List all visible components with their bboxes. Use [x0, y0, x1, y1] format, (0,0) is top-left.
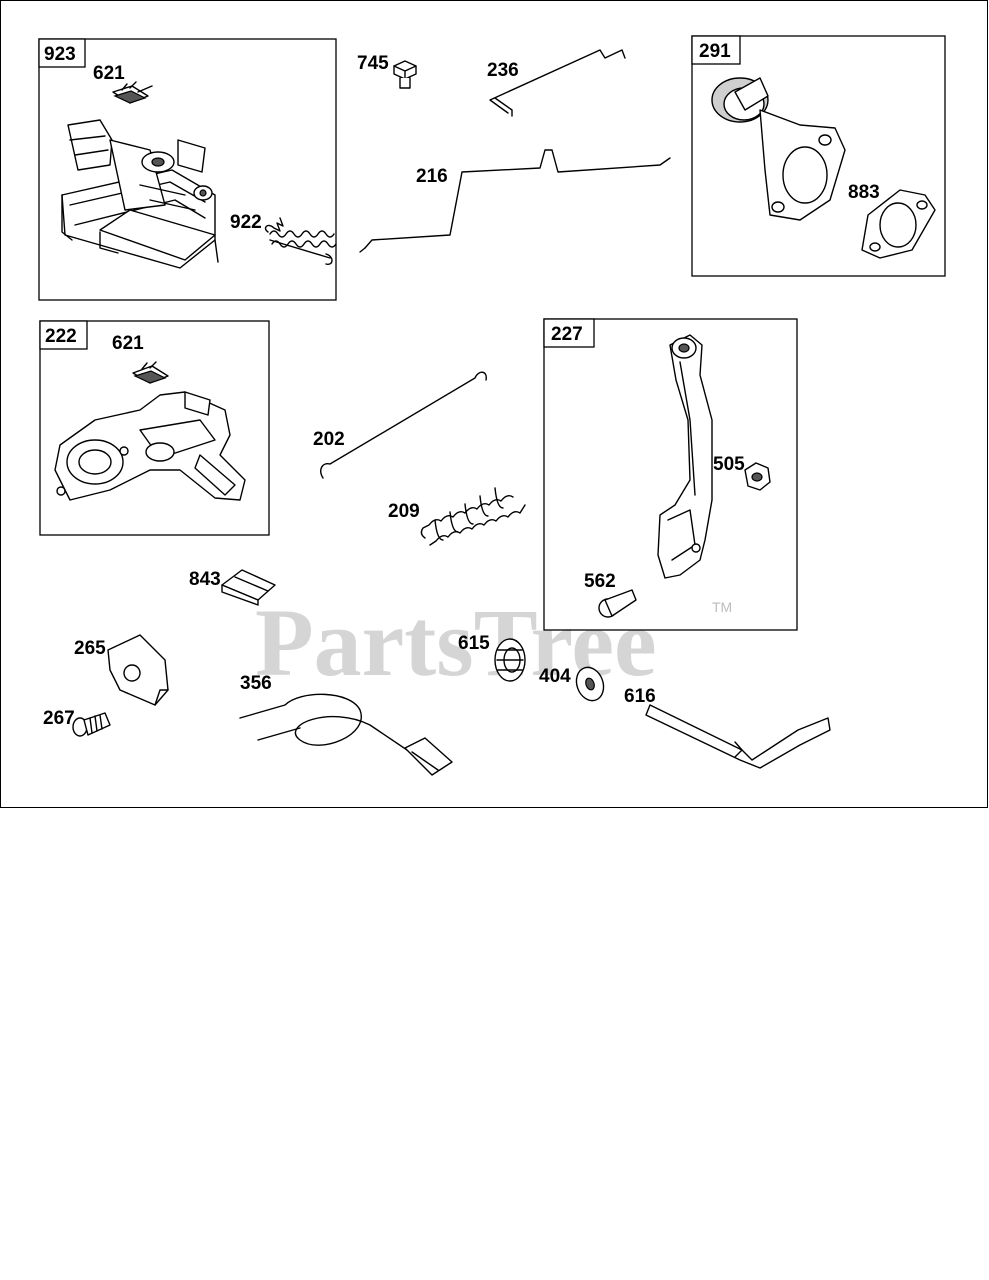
group-222[interactable]: 222 621 — [39, 320, 270, 536]
part-label-202: 202 — [313, 429, 345, 450]
group-box — [691, 35, 946, 277]
watermark-trademark: TM — [712, 599, 732, 615]
nut-part-505 — [744, 462, 771, 491]
group-tag: 923 — [44, 44, 76, 65]
control-rod-part-616 — [645, 704, 831, 769]
link-part-236 — [489, 49, 626, 117]
group-tag-box — [691, 35, 741, 65]
screw-part-267 — [72, 712, 111, 737]
part-label-356: 356 — [240, 673, 272, 694]
part-label-616: 616 — [624, 686, 656, 707]
part-label-562: 562 — [584, 571, 616, 592]
group-tag-box — [543, 318, 595, 348]
clip-part-621 — [112, 81, 153, 104]
governor-control-assembly — [61, 119, 219, 269]
part-label-615: 615 — [458, 633, 490, 654]
gasket-part-883 — [861, 189, 936, 259]
part-label-883: 883 — [848, 182, 880, 203]
sleeve-part-843 — [221, 569, 276, 606]
bolt-part-745 — [393, 60, 417, 89]
group-tag: 291 — [699, 41, 731, 62]
ground-wire-part-356 — [239, 693, 453, 776]
part-label-267: 267 — [43, 708, 75, 729]
control-plate — [54, 391, 246, 501]
group-tag-box — [39, 320, 88, 350]
group-tag-box — [38, 38, 86, 68]
part-label-404: 404 — [539, 666, 571, 687]
group-box — [39, 320, 270, 536]
part-label-621: 621 — [112, 333, 144, 354]
spring-part-209 — [420, 487, 526, 546]
pin-part-562 — [598, 589, 637, 618]
part-label-216: 216 — [416, 166, 448, 187]
group-tag: 227 — [551, 324, 583, 345]
part-label-236: 236 — [487, 60, 519, 81]
part-label-621: 621 — [93, 63, 125, 84]
group-box — [38, 38, 337, 301]
group-tag: 222 — [45, 326, 77, 347]
part-label-745: 745 — [357, 53, 389, 74]
washer-part-404 — [575, 666, 605, 702]
group-923[interactable]: 923 621 922 — [38, 38, 337, 301]
part-label-922: 922 — [230, 212, 262, 233]
group-box — [543, 318, 798, 631]
parts-diagram: PartsTree TM 923 621 922 — [0, 0, 988, 808]
grommet-part-615 — [494, 638, 526, 682]
governor-lever — [657, 334, 713, 579]
part-label-209: 209 — [388, 501, 420, 522]
link-part-202 — [320, 371, 487, 479]
clip-part-621 — [132, 361, 169, 384]
group-291[interactable]: 291 883 — [691, 35, 946, 277]
governor-link-part-216 — [359, 149, 671, 253]
part-label-505: 505 — [713, 454, 745, 475]
part-label-843: 843 — [189, 569, 221, 590]
bracket-part-265 — [107, 634, 169, 706]
group-227[interactable]: 227 505 562 — [543, 318, 798, 631]
bracket-with-knob — [711, 77, 846, 221]
spring-part-922 — [264, 217, 337, 265]
part-label-265: 265 — [74, 638, 106, 659]
